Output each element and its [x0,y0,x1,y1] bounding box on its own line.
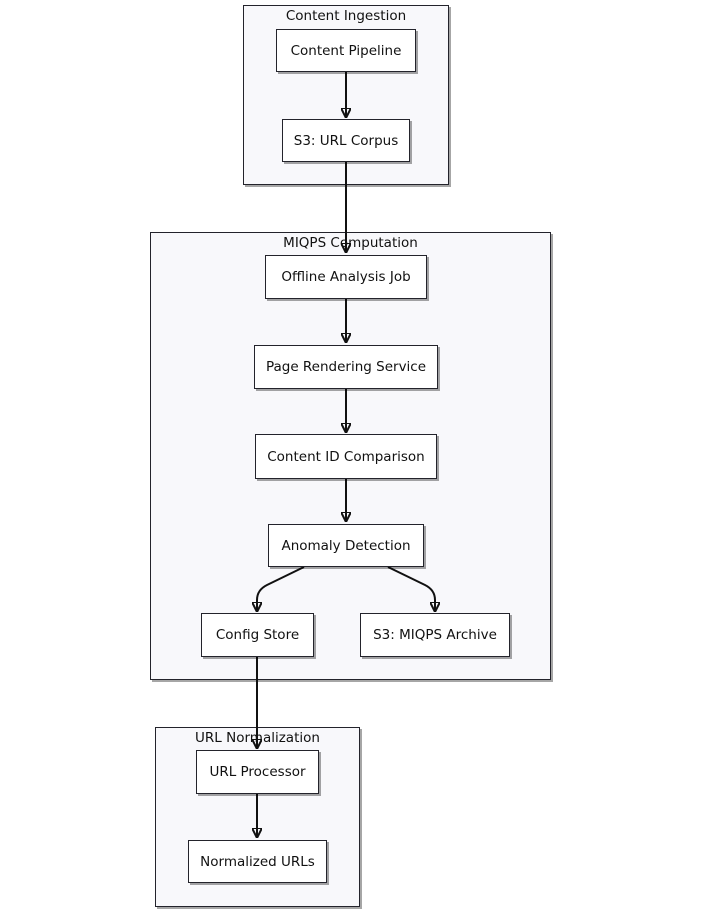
node-content-id-comparison[interactable]: Content ID Comparison [255,434,437,479]
node-anomaly-detection[interactable]: Anomaly Detection [268,524,424,567]
cluster-title-miqps-computation: MIQPS Computation [283,235,418,251]
node-s3-url-corpus[interactable]: S3: URL Corpus [282,119,410,162]
node-s3-miqps-archive[interactable]: S3: MIQPS Archive [360,613,510,657]
node-offline-analysis-job[interactable]: Offline Analysis Job [265,255,427,299]
node-url-processor[interactable]: URL Processor [196,750,319,794]
cluster-title-content-ingestion: Content Ingestion [285,8,407,24]
cluster-miqps-computation: MIQPS Computation [150,232,551,680]
cluster-title-url-normalization: URL Normalization [195,730,320,746]
node-config-store[interactable]: Config Store [201,613,314,657]
node-page-rendering-service[interactable]: Page Rendering Service [254,345,438,389]
node-normalized-urls[interactable]: Normalized URLs [188,840,327,883]
node-content-pipeline[interactable]: Content Pipeline [276,29,416,72]
